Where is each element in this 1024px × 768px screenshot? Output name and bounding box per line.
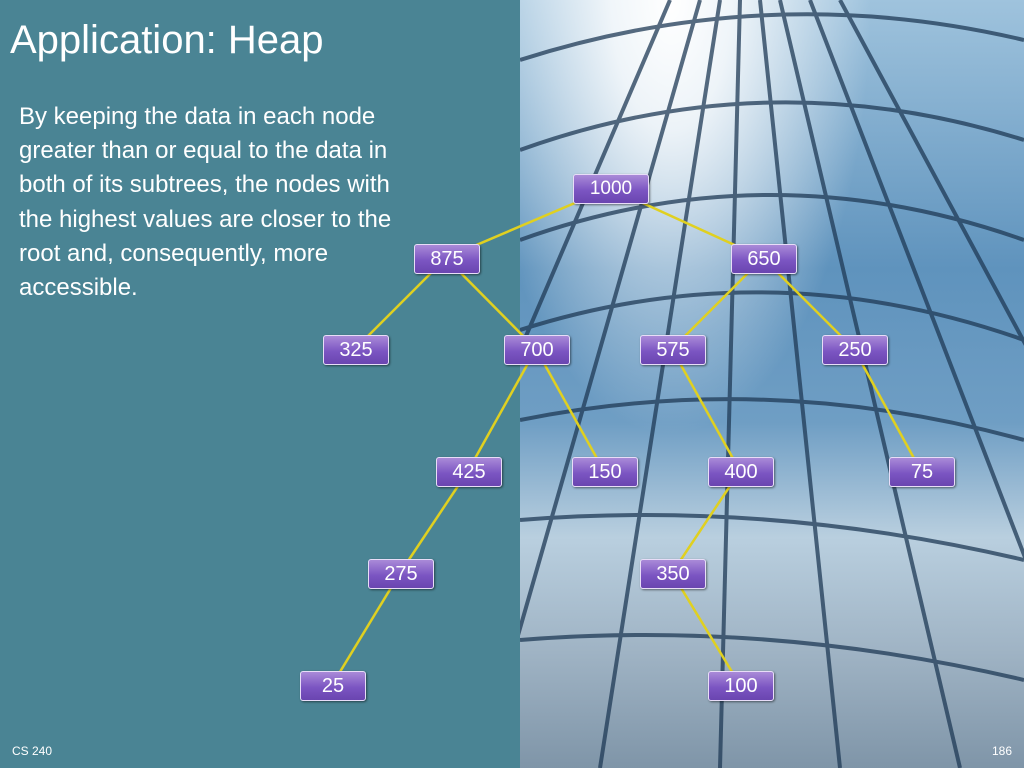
edge-275-25 bbox=[330, 572, 402, 686]
node-400: 400 bbox=[708, 457, 774, 487]
node-650: 650 bbox=[731, 244, 797, 274]
node-75: 75 bbox=[889, 457, 955, 487]
slide-page-number: 186 bbox=[991, 744, 1012, 758]
node-875: 875 bbox=[414, 244, 480, 274]
edge-425-275 bbox=[398, 470, 470, 574]
building-photo-grid bbox=[520, 0, 1024, 768]
node-150: 150 bbox=[572, 457, 638, 487]
node-100: 100 bbox=[708, 671, 774, 701]
node-25: 25 bbox=[300, 671, 366, 701]
node-250: 250 bbox=[822, 335, 888, 365]
node-275: 275 bbox=[368, 559, 434, 589]
edge-700-425 bbox=[466, 348, 538, 472]
node-350: 350 bbox=[640, 559, 706, 589]
edge-575-400 bbox=[670, 348, 742, 472]
node-325: 325 bbox=[323, 335, 389, 365]
node-1000: 1000 bbox=[573, 174, 649, 204]
node-700: 700 bbox=[504, 335, 570, 365]
node-425: 425 bbox=[436, 457, 502, 487]
slide-title: Application: Heap bbox=[10, 18, 324, 62]
edge-400-350 bbox=[670, 470, 742, 574]
edge-700-150 bbox=[534, 348, 606, 472]
background-photo bbox=[520, 0, 1024, 768]
node-575: 575 bbox=[640, 335, 706, 365]
footer-course-label: CS 240 bbox=[12, 744, 53, 758]
edge-350-100 bbox=[670, 572, 742, 686]
edge-250-75 bbox=[852, 348, 923, 472]
slide-body-text: By keeping the data in each node greater… bbox=[19, 103, 392, 302]
